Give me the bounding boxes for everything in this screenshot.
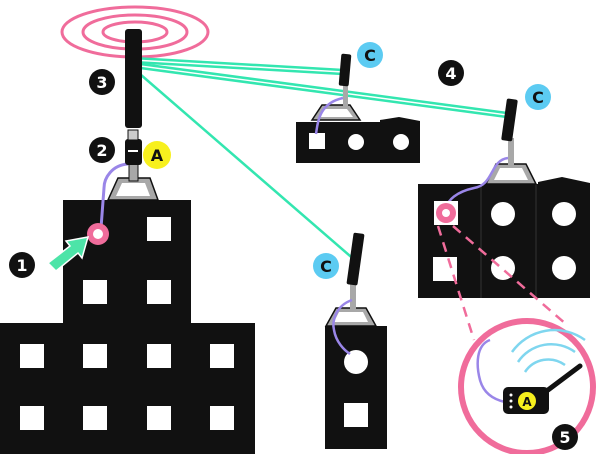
- svg-text:1: 1: [16, 256, 27, 275]
- badge-a-main: A: [143, 141, 171, 169]
- outlet-icon: [87, 223, 109, 245]
- wireless-links: [132, 56, 508, 263]
- badge-a-zoom: A: [518, 392, 536, 410]
- main-antenna-mount: [106, 162, 160, 201]
- link-to-top-client-2: [132, 60, 344, 76]
- main-building: [0, 200, 255, 454]
- main-building-windows: [20, 217, 234, 430]
- right-building: [418, 98, 590, 298]
- link-to-top-client: [132, 56, 344, 72]
- badge-c-bottom: C: [313, 253, 339, 279]
- step-number-2: 2: [89, 137, 115, 163]
- antenna-icon: [346, 232, 365, 286]
- link-to-right-client-2: [132, 65, 508, 119]
- svg-text:4: 4: [445, 64, 456, 83]
- step-number-4: 4: [438, 60, 464, 86]
- outlet-icon: [434, 201, 458, 225]
- badge-c-top: C: [357, 42, 383, 68]
- step-number-5: 5: [552, 424, 578, 450]
- svg-text:C: C: [364, 46, 376, 65]
- svg-text:A: A: [151, 146, 164, 165]
- svg-text:5: 5: [559, 428, 570, 447]
- main-cable: [99, 162, 129, 229]
- svg-text:C: C: [320, 257, 332, 276]
- link-to-bottom-client: [132, 67, 358, 263]
- bottom-building: [324, 232, 387, 449]
- link-to-right-client: [132, 61, 508, 115]
- zoom-guides: [436, 225, 568, 341]
- step-number-3: 3: [89, 69, 115, 95]
- antenna-icon: [501, 98, 518, 142]
- badge-c-right: C: [525, 84, 551, 110]
- step-number-1: 1: [9, 252, 35, 278]
- svg-text:3: 3: [96, 73, 107, 92]
- access-point-icon: [125, 129, 142, 165]
- arrow-icon: [46, 236, 90, 273]
- main-antenna-icon: [125, 29, 142, 128]
- svg-text:A: A: [522, 395, 532, 409]
- top-building: [296, 53, 420, 163]
- antenna-icon: [338, 53, 352, 87]
- wifi-signal-icon: [510, 328, 586, 373]
- svg-text:2: 2: [96, 141, 107, 160]
- svg-text:C: C: [532, 88, 544, 107]
- zoom-detail: [458, 318, 596, 454]
